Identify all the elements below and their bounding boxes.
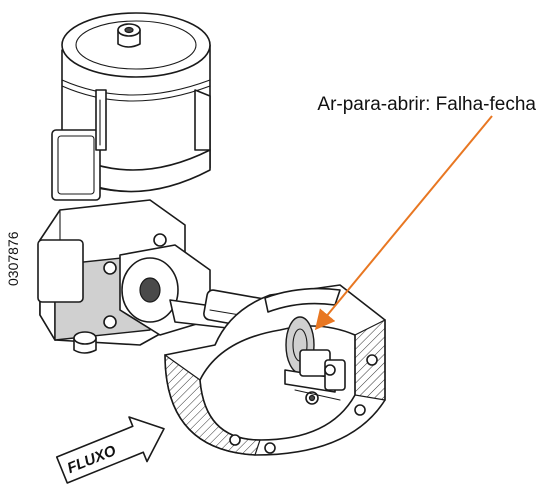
shaft-assembly	[284, 349, 346, 405]
callout: Ar-para-abrir: Falha-fecha	[314, 94, 536, 331]
top-nut	[117, 23, 141, 48]
bottom-nut	[73, 331, 97, 354]
callout-label: Ar-para-abrir: Falha-fecha	[317, 94, 536, 115]
figure-code: 0307876	[5, 231, 21, 286]
flow-arrow-shape	[55, 416, 165, 484]
actuator-housing	[51, 12, 211, 201]
flow-arrow: FLUXO	[55, 416, 165, 484]
callout-arrow	[314, 115, 493, 331]
